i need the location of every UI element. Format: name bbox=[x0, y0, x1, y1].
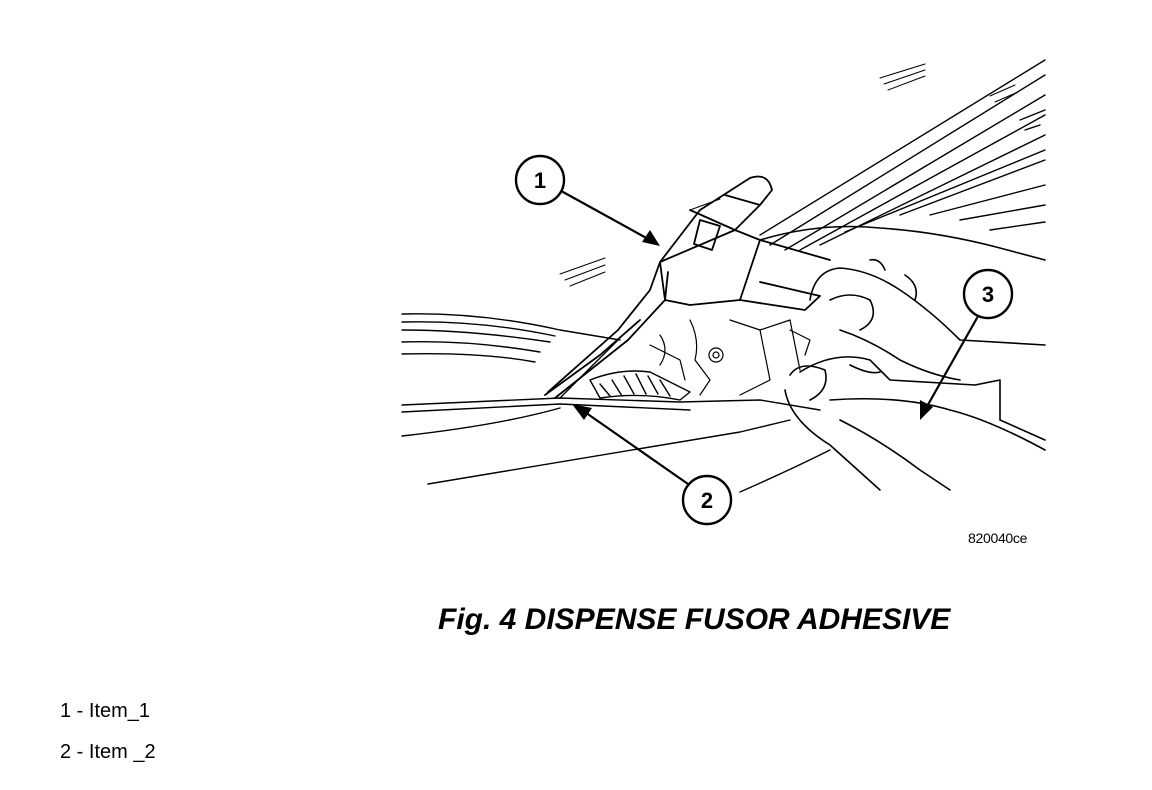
callout-1: 1 bbox=[514, 154, 566, 206]
callout-3: 3 bbox=[962, 268, 1014, 320]
figure-caption: Fig. 4 DISPENSE FUSOR ADHESIVE bbox=[438, 603, 951, 636]
arrowhead-2 bbox=[572, 404, 592, 420]
callout-label-3: 3 bbox=[982, 282, 994, 307]
windshield-frame-lines bbox=[759, 59, 1046, 251]
dispenser-gun bbox=[544, 175, 831, 399]
operator-hand bbox=[759, 225, 1046, 381]
callout-label-2: 2 bbox=[701, 488, 713, 513]
body-panel-lines bbox=[401, 313, 831, 493]
leader-2 bbox=[580, 408, 690, 486]
arrowhead-1 bbox=[642, 230, 660, 246]
cleaning-cloth bbox=[784, 356, 1046, 491]
adhesive-bead bbox=[589, 370, 691, 401]
arrowhead-3 bbox=[920, 400, 933, 420]
pillar-trim-details bbox=[649, 319, 811, 396]
callout-2: 2 bbox=[681, 474, 733, 526]
leader-1 bbox=[561, 190, 652, 242]
legend-item: 2 - Item _2 bbox=[60, 741, 156, 763]
callout-label-1: 1 bbox=[534, 168, 546, 193]
image-reference-code: 820040ce bbox=[968, 530, 1028, 546]
callout-leader-lines bbox=[561, 190, 979, 486]
leader-3 bbox=[923, 316, 979, 412]
adhesive-dispensing-illustration: 1 2 3 bbox=[401, 59, 1046, 526]
glass-hatch-marks bbox=[559, 63, 1019, 287]
legend-item: 1 - Item_1 bbox=[60, 700, 151, 722]
